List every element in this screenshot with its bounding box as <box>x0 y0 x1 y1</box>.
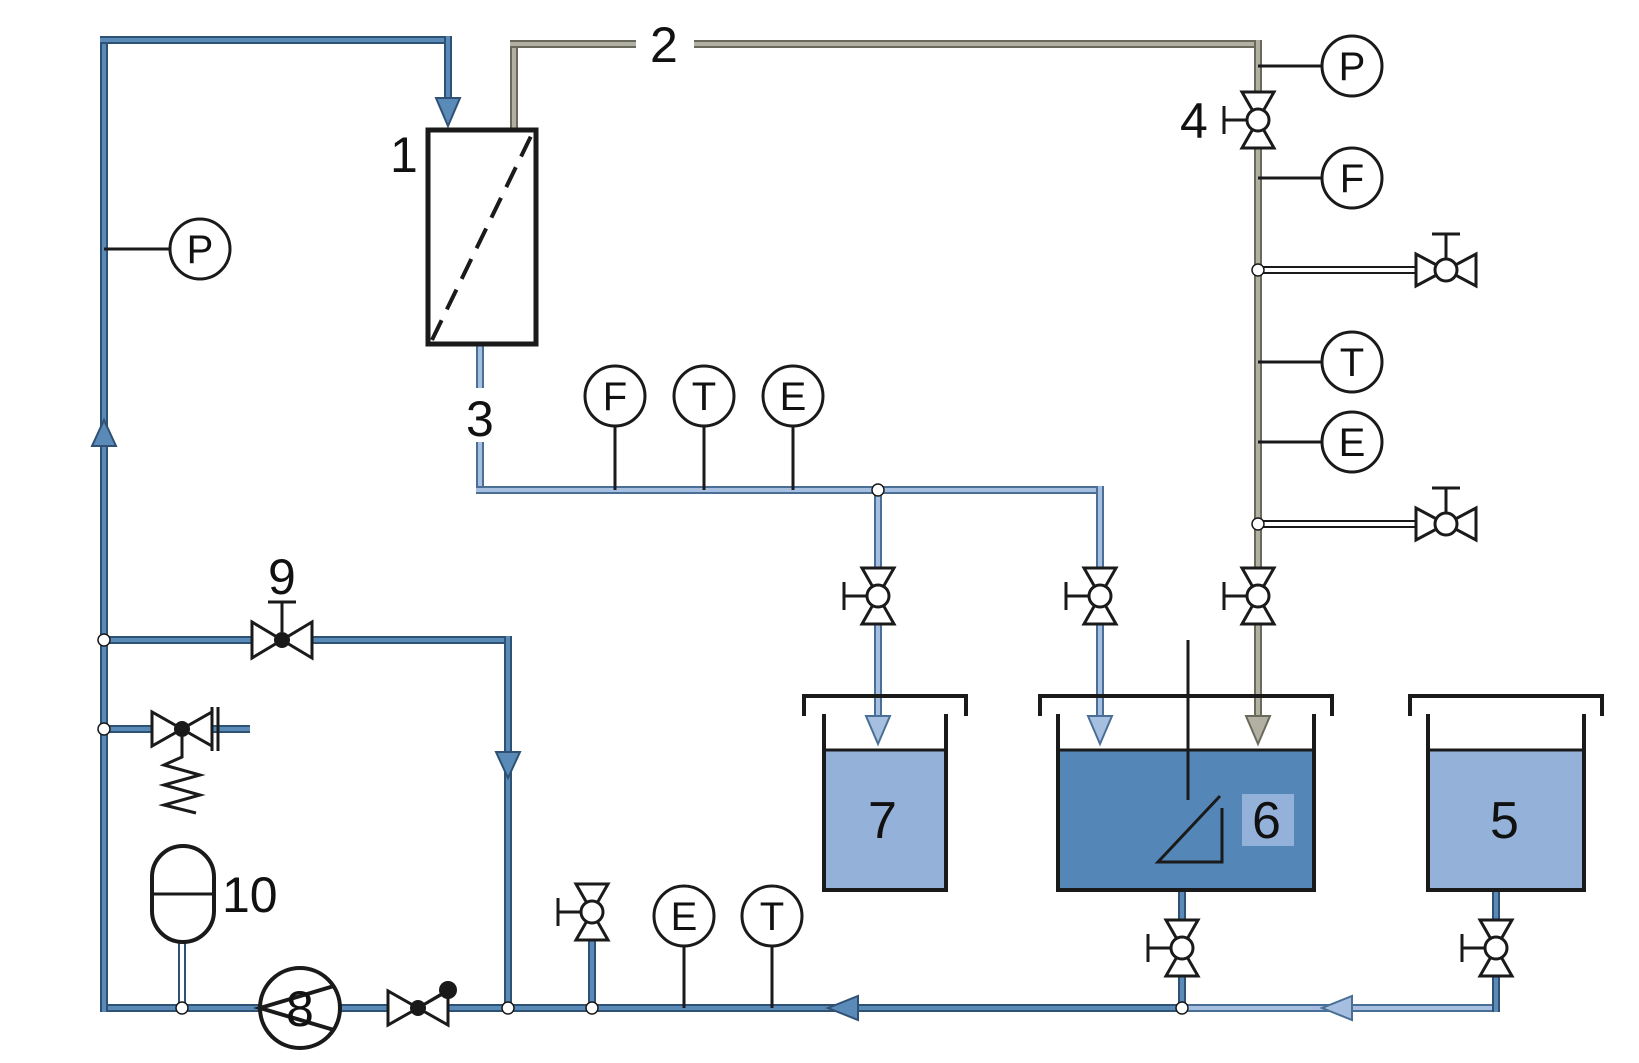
flow-meter-permeate-label: F <box>1340 157 1364 201</box>
tank-6 <box>1038 640 1334 892</box>
stirrer <box>1154 640 1224 864</box>
check-valve[interactable] <box>386 981 457 1028</box>
tank-5 <box>1408 694 1604 892</box>
membrane-module <box>425 127 539 347</box>
temperature-sensor-return-label: T <box>760 895 784 939</box>
conductivity-sensor-return: E <box>652 884 716 948</box>
valve-tank6-retentate-inlet[interactable] <box>1064 566 1119 626</box>
flow-meter-retentate: F <box>583 364 647 428</box>
tank-7 <box>802 694 968 892</box>
tank5-outlet-line <box>1184 890 1500 1012</box>
flow-meter-permeate: F <box>1320 146 1384 210</box>
label-membrane-module: 1 <box>390 127 418 183</box>
junction-dots <box>97 263 1265 1015</box>
tank-6-label-bg <box>1242 794 1294 846</box>
label-valve-9: 9 <box>268 549 296 605</box>
pressure-gauge-permeate-label: P <box>1339 45 1366 89</box>
conductivity-sensor-return-label: E <box>671 895 698 939</box>
flow-arrow-tank6-in <box>1086 715 1114 747</box>
label-permeate-line: 2 <box>650 17 678 73</box>
valve-4[interactable] <box>1222 90 1277 150</box>
pump <box>252 966 342 1050</box>
sample-valve-upper[interactable] <box>1414 232 1478 289</box>
valve-tank6-permeate-inlet[interactable] <box>1222 566 1277 626</box>
valve-tank6-outlet[interactable] <box>1146 918 1201 978</box>
label-accumulator: 10 <box>222 867 278 923</box>
bypass-line <box>100 636 512 1012</box>
pressure-gauge-permeate: P <box>1320 34 1384 98</box>
label-retentate-line: 3 <box>466 391 494 447</box>
conductivity-sensor-retentate: E <box>761 364 825 428</box>
conductivity-sensor-retentate-label: E <box>780 375 807 419</box>
feed-line <box>100 36 452 958</box>
pressure-gauge-feed: P <box>168 217 232 281</box>
flow-arrow-permeate-in <box>1244 715 1272 747</box>
valve-9[interactable] <box>250 600 314 661</box>
temperature-sensor-permeate-label: T <box>1340 341 1364 385</box>
label-tank-7: 7 <box>868 792 897 850</box>
flow-arrow-riser-up <box>90 417 118 447</box>
valve-tank7-inlet[interactable] <box>842 566 897 626</box>
label-pump: 8 <box>286 981 314 1037</box>
flow-arrow-tank7-in <box>864 715 892 747</box>
valve-tank5-outlet[interactable] <box>1460 918 1515 978</box>
flow-meter-retentate-label: F <box>603 375 627 419</box>
pressure-gauge-feed-label: P <box>187 228 214 272</box>
instrument-taps <box>104 64 1322 1008</box>
flow-arrow-return-left <box>825 994 859 1022</box>
flow-arrow-tank5-left <box>1319 994 1353 1022</box>
temperature-sensor-permeate: T <box>1320 330 1384 394</box>
label-valve-4: 4 <box>1180 93 1208 149</box>
temperature-sensor-return: T <box>740 884 804 948</box>
label-tank-5: 5 <box>1490 792 1519 850</box>
temperature-sensor-retentate-label: T <box>692 375 716 419</box>
accumulator <box>150 844 216 944</box>
valve-drain[interactable] <box>556 882 611 942</box>
relief-valve[interactable] <box>150 707 220 815</box>
flow-arrow-feed-down <box>434 97 462 129</box>
flow-arrow-bypass-down <box>494 751 522 781</box>
conductivity-sensor-permeate: E <box>1320 410 1384 474</box>
conductivity-sensor-permeate-label: E <box>1339 421 1366 465</box>
temperature-sensor-retentate: T <box>672 364 736 428</box>
sample-valve-lower[interactable] <box>1414 486 1478 543</box>
label-tank-6: 6 <box>1252 792 1281 850</box>
